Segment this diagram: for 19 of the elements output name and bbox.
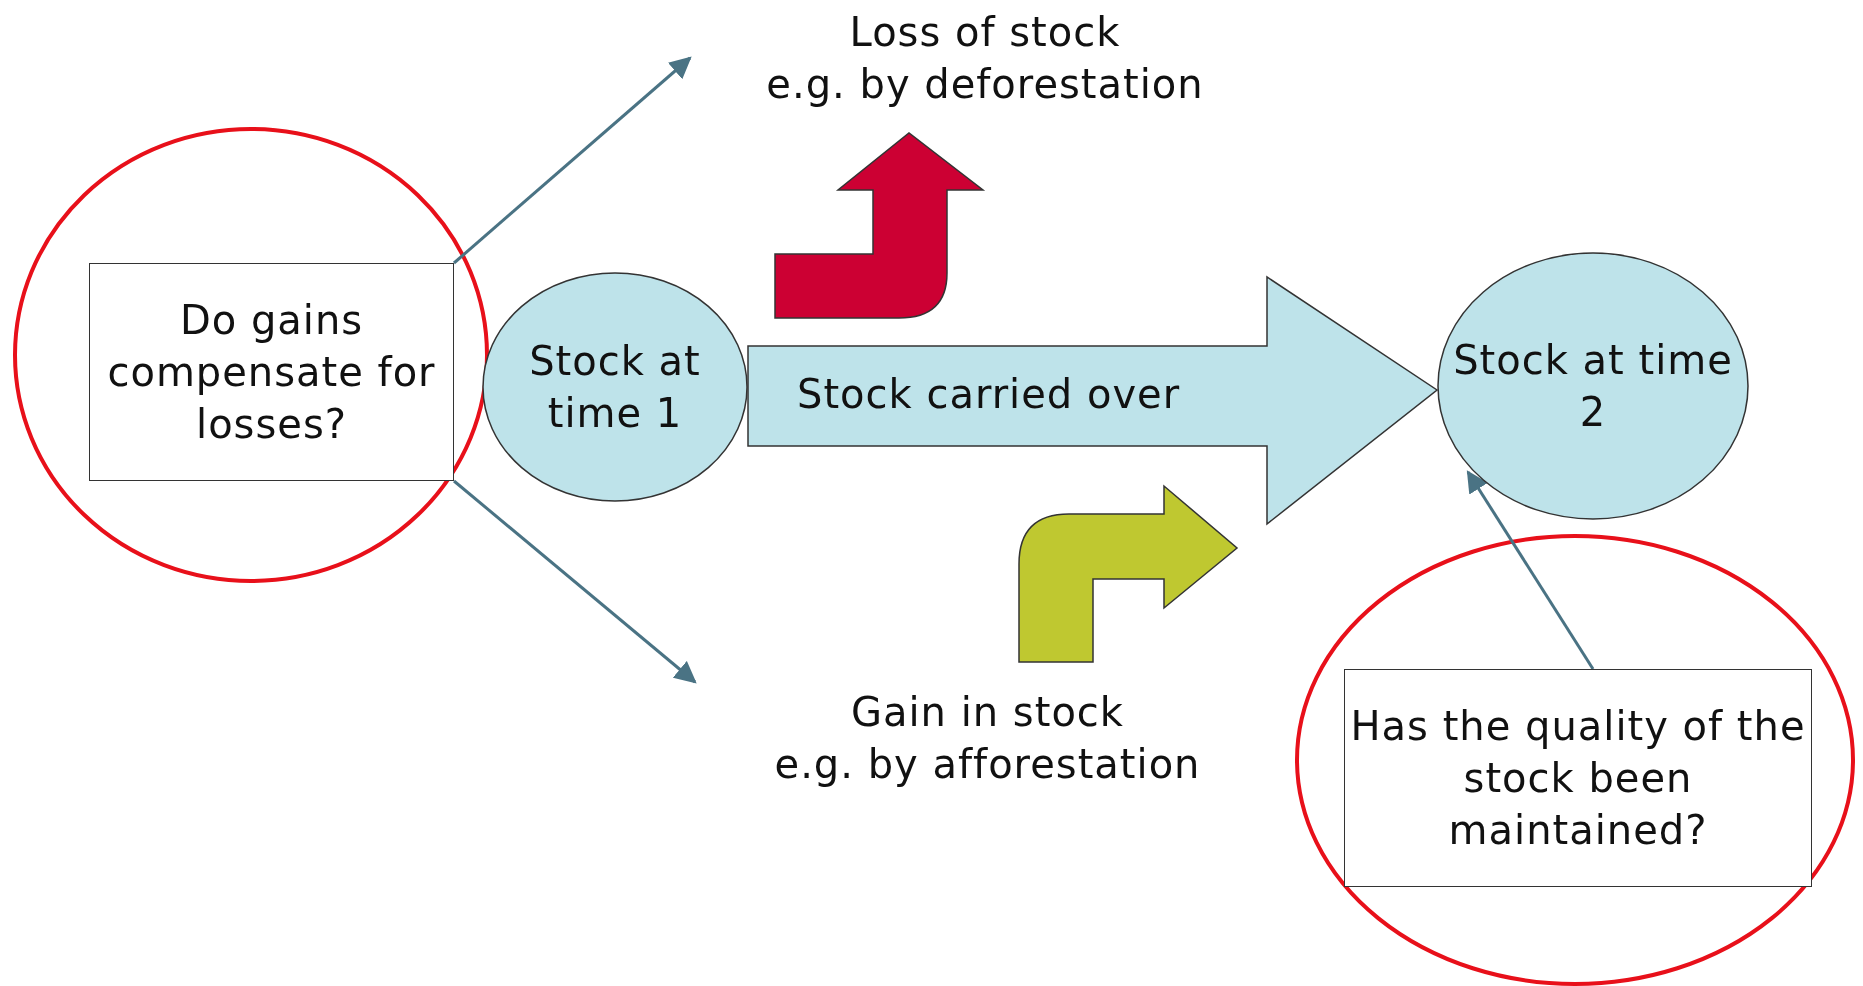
- question-text: Has the quality of the stock been maintained?: [1349, 702, 1807, 855]
- bent-arrow: [774, 132, 984, 319]
- stock-ellipse: [482, 272, 748, 502]
- heading-text: Gain in stock: [851, 688, 1124, 737]
- arrow: [1466, 470, 1595, 670]
- question-box: [1344, 669, 1812, 887]
- stock-ellipse: [1437, 252, 1749, 520]
- bent-arrow: [1018, 485, 1238, 663]
- stock-label: Stock at time 2: [1452, 336, 1734, 437]
- caption-text: e.g. by deforestation: [766, 60, 1204, 109]
- arrow: [453, 56, 692, 265]
- edge-label: Stock carried over: [797, 370, 1181, 418]
- question-text: Do gains compensate for losses?: [106, 296, 437, 449]
- caption-text: e.g. by afforestation: [774, 740, 1201, 789]
- question-box: [89, 263, 454, 481]
- heading-text: Loss of stock: [849, 8, 1121, 57]
- stock-label: Stock at time 1: [528, 337, 702, 438]
- block-arrow: [747, 275, 1439, 526]
- arrow: [453, 479, 697, 684]
